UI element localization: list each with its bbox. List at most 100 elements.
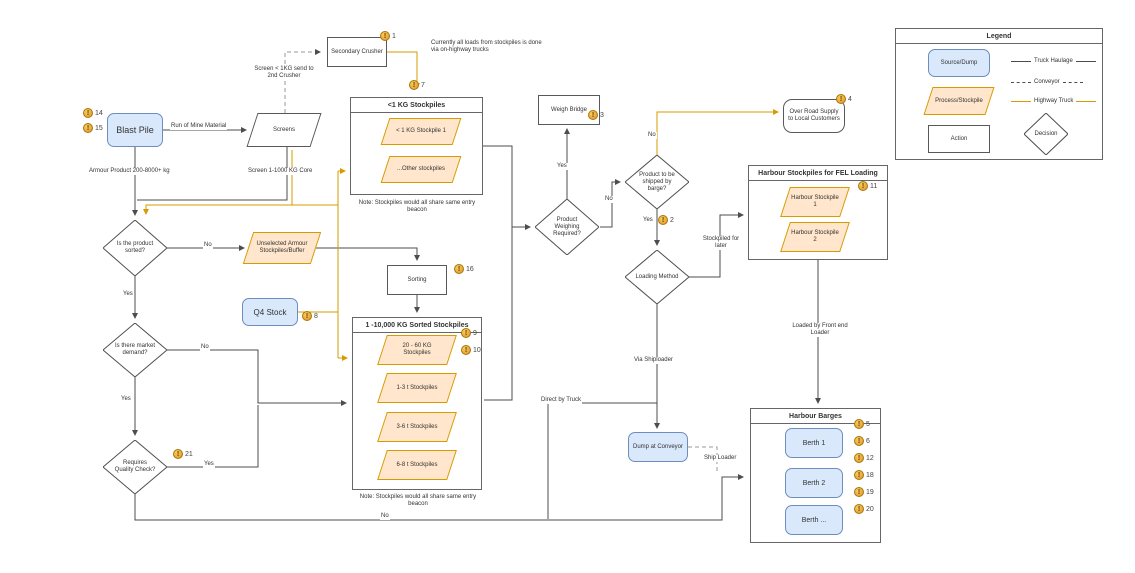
diamond-shape [535,199,599,255]
container-title: 1 -10,000 KG Sorted Stockpiles [353,318,481,333]
comment-badge[interactable]: !1 [380,31,396,41]
stockpile-3-6t[interactable]: 3-6 t Stockpiles [377,412,457,442]
container-title: <1 KG Stockpiles [351,98,482,113]
orange-line-icon [1076,100,1097,102]
dump-at-conveyor-node[interactable]: Dump at Conveyor [628,432,688,462]
annotation-highway-trucks: Currently all loads from stockpiles is d… [430,40,544,54]
stockpile-1-3t[interactable]: 1-3 t Stockpiles [377,373,457,403]
legend-title: Legend [896,29,1102,44]
secondary-crusher-node[interactable]: Secondary Crusher [327,37,387,67]
legend-truck-haulage: Truck Haulage [1011,58,1096,64]
comment-badge[interactable]: !2 [658,215,674,225]
comment-badge[interactable]: !21 [173,449,193,459]
comment-badge[interactable]: !15 [83,123,103,133]
decision-weighing-required[interactable]: Product Weighing Required? [535,199,599,255]
decision-shipped-by-barge[interactable]: Product to be shipped by barge? [625,155,689,209]
comment-badge[interactable]: !9 [461,328,477,338]
comment-badge[interactable]: !8 [302,311,318,321]
comment-badge[interactable]: !4 [836,94,852,104]
warning-icon: ! [588,110,598,120]
warning-icon: ! [854,487,864,497]
label-no: No [203,242,213,249]
label-no: No [200,344,210,351]
comment-badge[interactable]: !14 [83,108,103,118]
over-road-supply-node[interactable]: Over Road Supply to Local Customers [783,99,845,133]
comment-badge[interactable]: !16 [454,264,474,274]
warning-icon: ! [854,504,864,514]
container-title: Harbour Stockpiles for FEL Loading [749,166,887,181]
label-yes: Yes [203,461,215,468]
decision-market-demand[interactable]: Is there market demand? [103,323,167,377]
warning-icon: ! [380,31,390,41]
unselected-armour-node[interactable]: Unselected Armour Stockpiles/Buffer [242,232,322,264]
comment-badge[interactable]: !12 [854,453,874,463]
comment-badge[interactable]: !11 [858,181,877,191]
warning-icon: ! [858,181,868,191]
warning-icon: ! [658,215,668,225]
label-ship-loader: Ship Loader [703,455,738,462]
label-armour-product: Armour Product 200-8000+ kg [88,168,171,175]
stockpile-6-8t[interactable]: 6-8 t Stockpiles [377,450,457,480]
legend-decision: Decision [1024,113,1068,155]
diamond-shape [103,323,167,377]
q4-stock-node[interactable]: Q4 Stock [242,298,298,326]
comment-badge[interactable]: !20 [854,504,874,514]
screens-node[interactable]: Screens [246,113,322,147]
decision-loading-method[interactable]: Loading Method [625,250,689,304]
warning-icon: ! [83,108,93,118]
warning-icon: ! [854,470,864,480]
harbour-stockpile-2[interactable]: Harbour Stockpile 2 [780,222,850,252]
berth-1[interactable]: Berth 1 [785,428,843,458]
diamond-shape [625,155,689,209]
warning-icon: ! [854,453,864,463]
comment-badge[interactable]: !6 [854,436,870,446]
label-run-of-mine: Run of Mine Material [170,123,228,130]
harbour-stockpile-1[interactable]: Harbour Stockpile 1 [780,187,850,217]
comment-badge[interactable]: !7 [409,80,425,90]
warning-icon: ! [83,123,93,133]
legend-process-stockpile: Process/Stockpile [923,87,995,115]
label-no: No [647,132,657,139]
blast-pile-node[interactable]: Blast Pile [107,113,163,147]
label-yes: Yes [120,396,132,403]
solid-line-icon [1075,60,1096,62]
legend-conveyor: Conveyor [1011,79,1083,85]
decision-product-sorted[interactable]: Is the product sorted? [103,220,167,276]
label-stockpiled-for-later: Stockpiled for later [700,236,742,250]
label-via-shiploader: Via Shiploader [633,357,674,364]
decision-quality-check[interactable]: Requires Quality Check? [103,440,167,494]
stockpile-1kg-1[interactable]: < 1 KG Stockpile 1 [380,118,462,145]
comment-badge[interactable]: !5 [854,419,870,429]
berth-2[interactable]: Berth 2 [785,468,843,498]
comment-badge[interactable]: !10 [461,345,481,355]
legend: Legend Source/Dump Process/Stockpile Act… [895,28,1103,160]
dashed-line-icon [1062,81,1083,83]
label-yes: Yes [642,217,654,224]
berth-more[interactable]: Berth ... [785,505,843,535]
comment-badge[interactable]: !19 [854,487,874,497]
note-entry-beacon-1: Note: Stockpiles would all share same en… [358,200,476,213]
diamond-shape [103,220,167,276]
label-screen-core: Screen 1-1000 KG Core [247,168,314,175]
label-direct-by-truck: Direct by Truck [540,397,583,404]
legend-highway-truck: Highway Truck [1011,98,1097,104]
stockpile-other[interactable]: ...Other stockpiles [380,156,462,183]
sorting-node[interactable]: Sorting [387,265,447,295]
comment-badge[interactable]: !3 [588,110,604,120]
warning-icon: ! [454,264,464,274]
label-loaded-by-fel: Loaded by Front end Loader [788,323,852,337]
solid-line-icon [1011,60,1031,62]
label-yes: Yes [556,163,568,170]
warning-icon: ! [302,311,312,321]
warning-icon: ! [461,345,471,355]
label-no: No [380,513,390,520]
stockpile-20-60kg[interactable]: 20 - 60 KG Stockpiles [377,335,457,365]
legend-source-dump: Source/Dump [928,49,990,77]
warning-icon: ! [854,419,864,429]
diamond-shape [625,250,689,304]
warning-icon: ! [409,80,419,90]
legend-action: Action [928,125,990,153]
comment-badge[interactable]: !18 [854,470,874,480]
